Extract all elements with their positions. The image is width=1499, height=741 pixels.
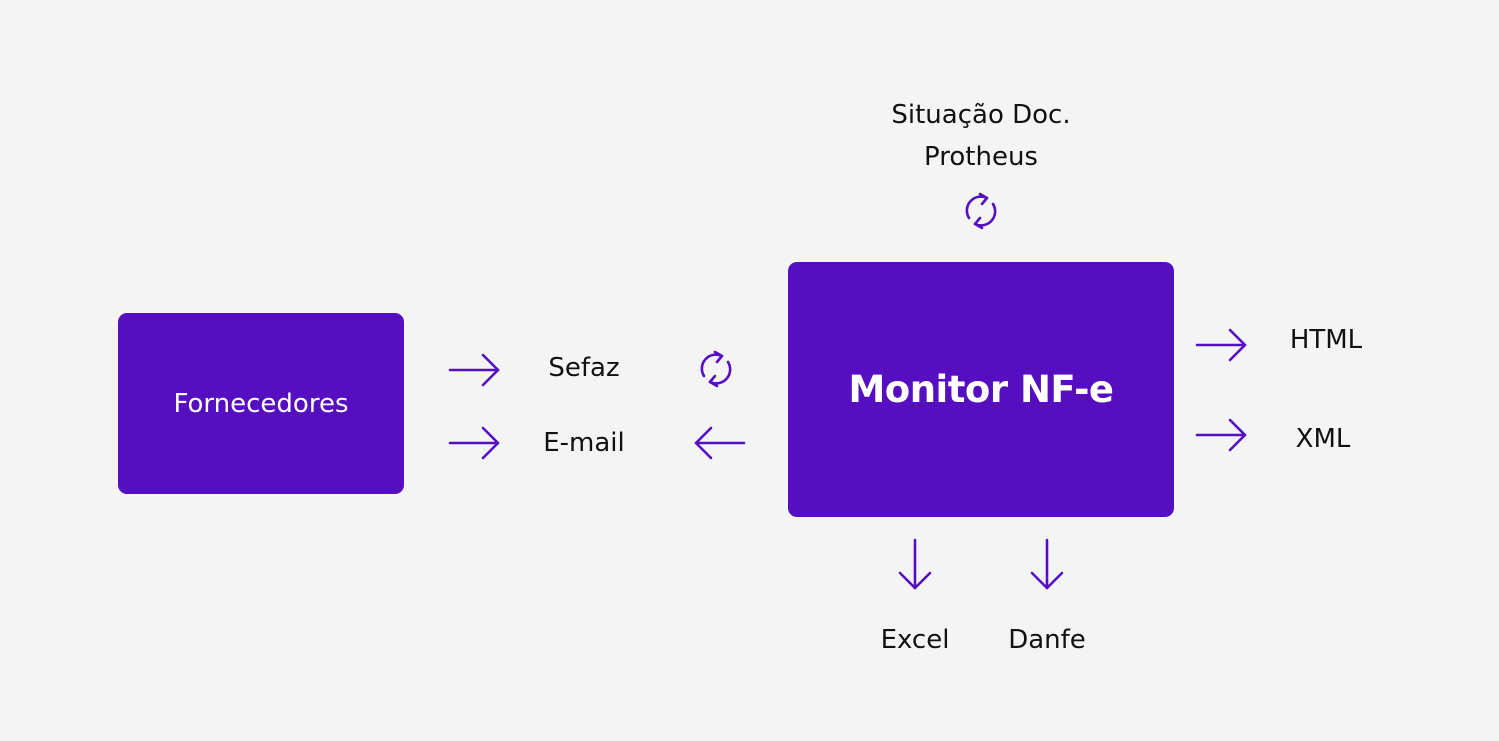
- sefaz-label: Sefaz: [548, 353, 620, 383]
- fornecedores-box: Fornecedores: [118, 313, 404, 494]
- monitor-nfe-box: Monitor NF-e: [788, 262, 1174, 517]
- arrow-right-icon: [448, 426, 500, 460]
- excel-label: Excel: [880, 625, 950, 655]
- arrow-left-icon: [694, 426, 746, 460]
- arrow-right-icon: [1195, 328, 1247, 362]
- danfe-label: Danfe: [1008, 625, 1086, 655]
- arrow-down-icon: [1030, 538, 1064, 590]
- xml-label: XML: [1295, 424, 1351, 454]
- monitor-nfe-label: Monitor NF-e: [848, 368, 1114, 411]
- sync-icon: [965, 192, 997, 230]
- sync-icon: [700, 350, 732, 388]
- fornecedores-label: Fornecedores: [173, 388, 349, 419]
- email-label: E-mail: [543, 428, 625, 458]
- arrow-right-icon: [448, 353, 500, 387]
- arrow-down-icon: [898, 538, 932, 590]
- situacao-doc-protheus-label: Situação Doc. Protheus: [891, 100, 1071, 172]
- arrow-right-icon: [1195, 418, 1247, 452]
- html-label: HTML: [1289, 325, 1363, 355]
